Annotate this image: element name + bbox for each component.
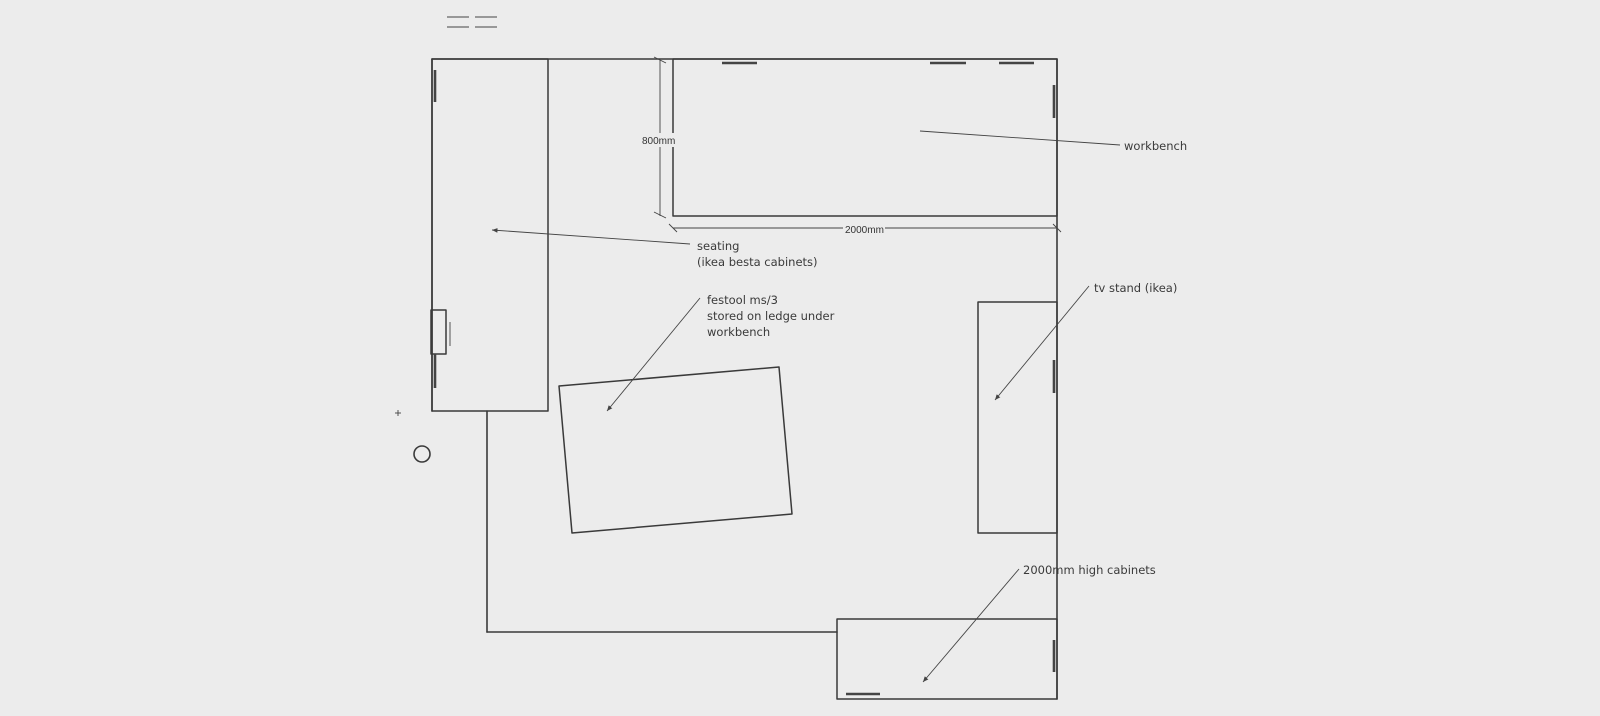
tv-stand-leader-line — [994, 285, 1090, 401]
dimension-2000mm: 2000mm — [668, 222, 1062, 236]
scale-mark-icon — [447, 16, 497, 28]
festool-label-line1: festool ms/3 — [707, 293, 778, 307]
festool-ms3-outline — [558, 366, 793, 534]
high-cabinets-outline — [836, 618, 1058, 700]
seating-sublabel: (ikea besta cabinets) — [697, 255, 818, 269]
tv-stand-outline — [977, 301, 1058, 534]
workbench-leader-line — [919, 130, 1121, 146]
festool-leader-line — [606, 297, 701, 412]
dimension-800mm-label: 800mm — [642, 136, 675, 147]
dimension-800mm: 800mm — [640, 56, 675, 219]
seating-leader-line — [491, 228, 691, 245]
seating-cabinets — [430, 58, 549, 412]
seating-label: seating — [697, 239, 739, 253]
workbench-label: workbench — [1124, 139, 1187, 153]
dimension-2000mm-label: 2000mm — [845, 225, 884, 236]
festool-label-line3: workbench — [707, 325, 770, 339]
cabinets-label: 2000mm high cabinets — [1023, 563, 1156, 577]
workbench-outline — [672, 58, 1058, 217]
room-outline — [431, 58, 1058, 700]
circle-marker-icon — [413, 445, 431, 463]
tv-stand-label: tv stand (ikea) — [1094, 281, 1177, 295]
cabinets-leader-line — [922, 568, 1020, 683]
festool-label-line2: stored on ledge under — [707, 309, 835, 323]
cross-marker-icon — [395, 410, 401, 416]
